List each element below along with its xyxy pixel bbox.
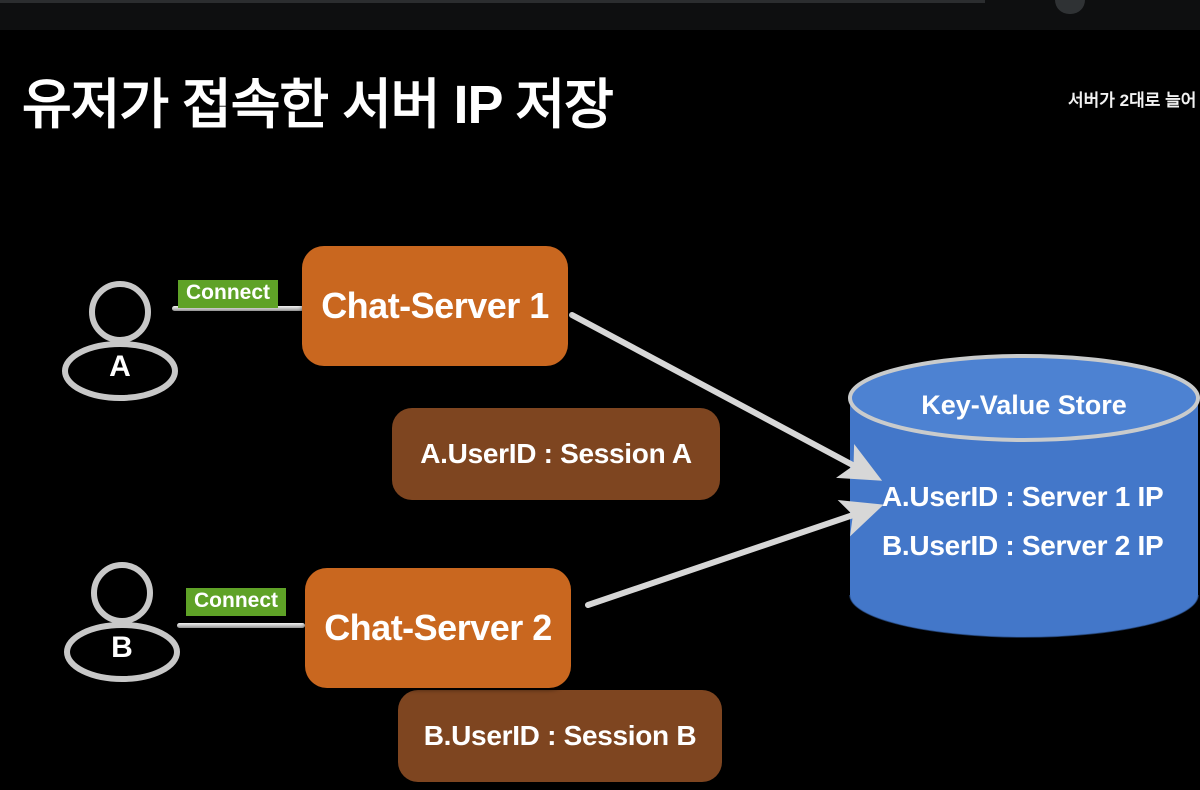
user-icon-a [62, 281, 178, 401]
key-value-entry-a: A.UserID : Server 1 IP [882, 481, 1164, 512]
chrome-notch [1055, 0, 1085, 14]
user-icon-b [64, 562, 180, 682]
server-box-chat-server-2[interactable]: Chat-Server 2 [305, 568, 571, 688]
browser-chrome-strip [0, 0, 1200, 30]
key-value-store-title: Key-Value Store [921, 390, 1127, 420]
chrome-hairline [0, 0, 985, 3]
connect-badge-a[interactable]: Connect [178, 280, 278, 309]
page-title: 유저가 접속한 서버 IP 저장 [22, 75, 614, 135]
key-value-store: Key-Value Store A.UserID : Server 1 IP B… [850, 365, 1198, 670]
slide-side-note: 서버가 2대로 늘어 [1068, 91, 1197, 110]
arrow-server2-to-store [585, 499, 884, 608]
session-box-server1: A.UserID : Session A [392, 408, 720, 500]
key-value-store-cylinder [848, 354, 1200, 638]
actor-b-label: B [111, 631, 133, 664]
connect-badge-b[interactable]: Connect [186, 588, 286, 617]
connect-wire-b [177, 623, 305, 628]
actor-a-label: A [109, 350, 131, 383]
server-box-chat-server-1[interactable]: Chat-Server 1 [302, 246, 568, 366]
key-value-entry-b: B.UserID : Server 2 IP [882, 530, 1164, 561]
session-box-server2: B.UserID : Session B [398, 690, 722, 782]
connect-wire-a [172, 306, 304, 311]
diagram-canvas [62, 281, 1200, 682]
slide-surface: 유저가 접속한 서버 IP 저장 서버가 2대로 늘어 [0, 30, 1200, 790]
arrow-server1-to-store [569, 312, 883, 481]
